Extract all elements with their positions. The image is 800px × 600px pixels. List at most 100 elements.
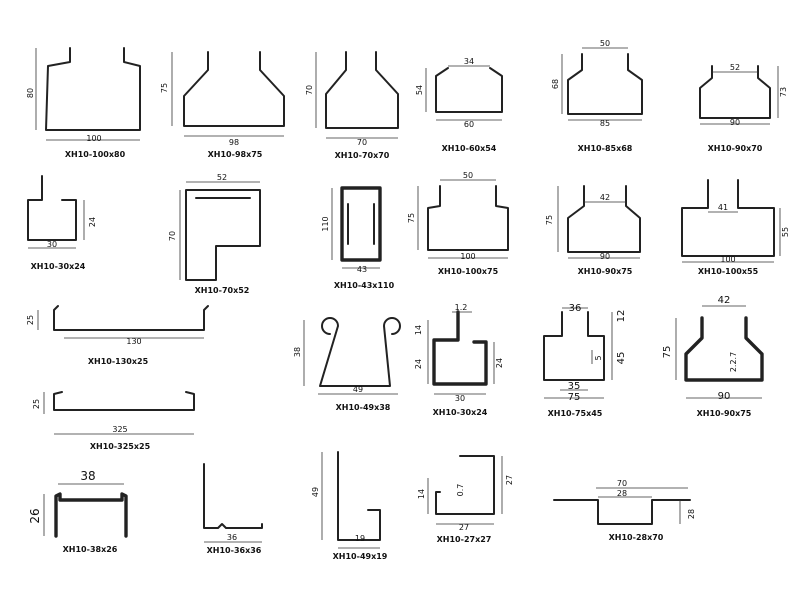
profile-outline bbox=[543, 311, 605, 381]
profile-caption: XH10-30x24 bbox=[31, 262, 86, 271]
profile-outline bbox=[53, 391, 195, 411]
dim-label: 14 bbox=[417, 489, 426, 499]
profile-outline bbox=[325, 51, 399, 129]
dim-label: 70 bbox=[357, 138, 367, 147]
dim-label: 5 bbox=[594, 355, 603, 360]
profile-outline bbox=[567, 185, 641, 253]
dim-label: 52 bbox=[217, 173, 227, 182]
dim-label: 0.7 bbox=[456, 484, 465, 497]
dim-label: 85 bbox=[600, 119, 610, 128]
profile-caption: XH10-90x75 bbox=[697, 409, 752, 418]
profile-xh10-36x36: 36 XH10-36x36 bbox=[203, 463, 263, 555]
profile-outline bbox=[337, 451, 381, 541]
dim-label: 90 bbox=[730, 118, 740, 127]
dim-label: 25 bbox=[32, 399, 41, 409]
dim-label: 54 bbox=[415, 85, 424, 95]
dim-label: 41 bbox=[718, 203, 728, 212]
dim-label: 75 bbox=[160, 83, 169, 93]
profile-outline bbox=[203, 463, 263, 529]
profile-outline bbox=[567, 53, 643, 115]
profile-caption: XH10-60x54 bbox=[442, 144, 497, 153]
dim-label: 35 bbox=[568, 381, 581, 392]
profile-xh10-90x70: 52 73 90 XH10-90x70 bbox=[699, 63, 788, 153]
profile-outline bbox=[553, 499, 691, 525]
dim-label: 42 bbox=[718, 295, 731, 306]
profile-caption: XH10-30x24 bbox=[433, 408, 488, 417]
dim-label: 130 bbox=[126, 337, 141, 346]
dim-label: 75 bbox=[568, 392, 581, 403]
dim-label: 27 bbox=[505, 475, 514, 485]
dim-label: 27 bbox=[459, 523, 469, 532]
profile-caption: XH10-28x70 bbox=[609, 533, 664, 542]
dim-label: 43 bbox=[357, 265, 367, 274]
dim-label: 73 bbox=[779, 87, 788, 97]
profile-caption: XH10-38x26 bbox=[63, 545, 118, 554]
dim-label: 75 bbox=[662, 346, 673, 359]
dim-label: 49 bbox=[311, 487, 320, 497]
dim-label: 28 bbox=[687, 509, 696, 519]
profile-caption: XH10-100x55 bbox=[698, 267, 759, 276]
profile-caption: XH10-90x70 bbox=[708, 144, 763, 153]
dim-label: 24 bbox=[414, 359, 423, 369]
dim-label: 90 bbox=[600, 252, 610, 261]
dim-label: 50 bbox=[600, 39, 610, 48]
dim-label: 100 bbox=[720, 255, 735, 264]
profile-xh10-49x38: 38 49 XH10-49x38 bbox=[293, 317, 401, 412]
profile-caption: XH10-90x75 bbox=[578, 267, 633, 276]
profile-outline bbox=[53, 305, 209, 331]
profile-xh10-100x80: 80 100 XH10-100x80 bbox=[26, 47, 141, 159]
dim-label: 45 bbox=[616, 352, 627, 365]
dim-label: 38 bbox=[293, 347, 302, 357]
profile-caption: XH10-75x45 bbox=[548, 409, 603, 418]
profile-xh10-85x68: 50 68 85 XH10-85x68 bbox=[551, 39, 643, 153]
dim-label: 100 bbox=[460, 252, 475, 261]
dim-label: 70 bbox=[617, 479, 627, 488]
dim-label: 60 bbox=[464, 120, 474, 129]
profile-caption: XH10-325x25 bbox=[90, 442, 151, 451]
dim-label: 24 bbox=[88, 217, 97, 227]
profile-caption: XH10-36x36 bbox=[207, 546, 262, 555]
dim-label: 28 bbox=[617, 489, 627, 498]
profile-outline bbox=[435, 67, 503, 113]
dim-label: 38 bbox=[80, 469, 95, 483]
dim-label: 110 bbox=[321, 216, 330, 231]
dim-label: 68 bbox=[551, 79, 560, 89]
dim-label: 42 bbox=[600, 193, 610, 202]
profile-xh10-100x75: 50 75 100 XH10-100x75 bbox=[407, 171, 509, 276]
profile-caption: XH10-70x52 bbox=[195, 286, 250, 295]
profile-xh10-27x27: 14 0.7 27 27 XH10-27x27 bbox=[417, 455, 514, 544]
profile-caption: XH10-130x25 bbox=[88, 357, 149, 366]
profile-xh10-49x19: 49 19 XH10-49x19 bbox=[311, 451, 388, 561]
profile-outline bbox=[427, 185, 509, 251]
dim-label: 36 bbox=[569, 303, 582, 314]
dim-label: 325 bbox=[112, 425, 127, 434]
profile-caption: XH10-98x75 bbox=[208, 150, 263, 159]
dim-label: 100 bbox=[86, 134, 101, 143]
dim-label: 75 bbox=[407, 213, 416, 223]
dim-label: 1.2 bbox=[455, 303, 468, 312]
dim-label: 24 bbox=[495, 358, 504, 368]
profile-xh10-130x25: 25 130 XH10-130x25 bbox=[26, 305, 209, 366]
profile-xh10-70x52: 52 70 XH10-70x52 bbox=[168, 173, 261, 295]
profile-outline bbox=[432, 310, 488, 386]
profile-outline bbox=[681, 179, 775, 257]
dim-label: 75 bbox=[545, 215, 554, 225]
profile-xh10-90x75-b: 42 75 2.2.7 90 XH10-90x75 bbox=[662, 295, 764, 418]
dim-label: 90 bbox=[718, 391, 731, 402]
profile-outline bbox=[185, 189, 261, 281]
profile-outline bbox=[435, 455, 495, 515]
profile-caption: XH10-49x19 bbox=[333, 552, 388, 561]
profile-outline bbox=[27, 175, 77, 241]
profile-caption: XH10-49x38 bbox=[336, 403, 391, 412]
dim-label: 12 bbox=[616, 310, 627, 323]
profile-outline bbox=[340, 186, 382, 262]
dim-label: 80 bbox=[26, 88, 35, 98]
profile-outline bbox=[699, 65, 771, 119]
profile-outline bbox=[684, 316, 764, 382]
profile-xh10-325x25: 25 325 XH10-325x25 bbox=[32, 391, 195, 451]
profile-xh10-98x75: 75 98 XH10-98x75 bbox=[160, 51, 285, 159]
dim-label: 70 bbox=[305, 85, 314, 95]
profile-caption: XH10-27x27 bbox=[437, 535, 492, 544]
profile-xh10-28x70: 70 28 28 XH10-28x70 bbox=[553, 479, 696, 542]
